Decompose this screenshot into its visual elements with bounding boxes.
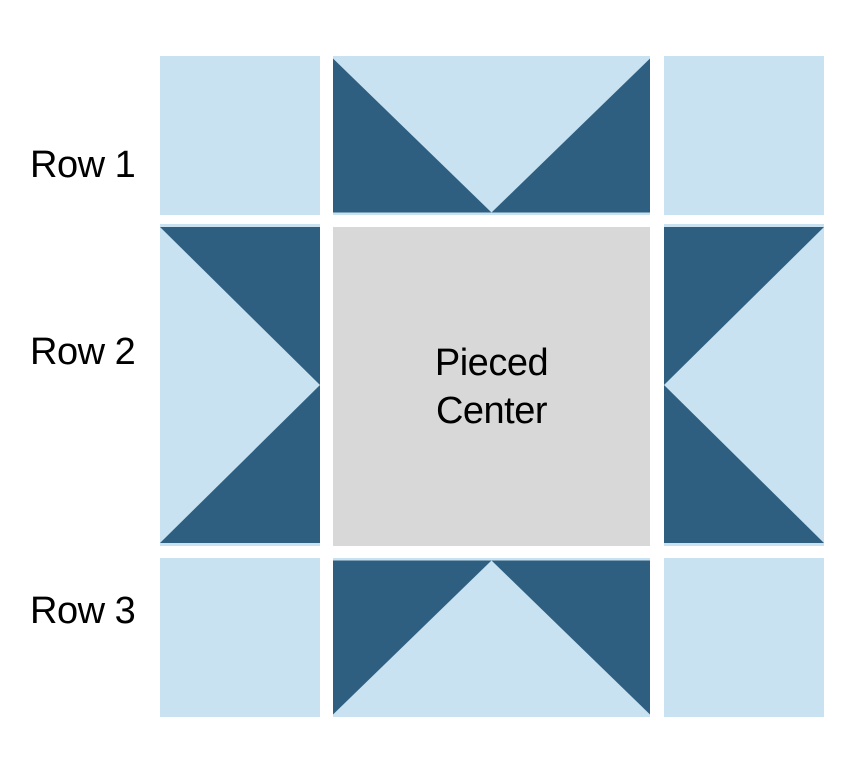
row-1-label: Row 1 xyxy=(30,144,136,186)
pieced-center-square: Pieced Center xyxy=(333,227,650,546)
star-point-unit-left xyxy=(160,224,320,546)
star-point-left-svg xyxy=(160,224,320,546)
star-point-triangle-top xyxy=(664,227,824,385)
flying-geese-unit-bottom xyxy=(333,558,650,717)
star-point-triangle-bottom xyxy=(664,385,824,543)
flying-geese-unit-top xyxy=(333,56,650,215)
background-square-top-left xyxy=(160,56,320,215)
star-point-triangle-bottom xyxy=(160,385,320,543)
star-point-triangle-right xyxy=(491,560,650,715)
row-3-label: Row 3 xyxy=(30,590,136,632)
star-point-triangle-left xyxy=(333,58,492,213)
star-point-unit-right xyxy=(664,224,824,546)
background-square-bottom-right xyxy=(664,558,824,717)
star-point-triangle-right xyxy=(491,58,650,213)
star-point-right-svg xyxy=(664,224,824,546)
star-point-triangle-left xyxy=(333,560,492,715)
row-2-label: Row 2 xyxy=(30,331,136,373)
flying-geese-top-svg xyxy=(333,56,650,215)
flying-geese-bottom-svg xyxy=(333,558,650,717)
pieced-center-label-line1: Pieced xyxy=(434,341,549,384)
background-square-bottom-left xyxy=(160,558,320,717)
background-square-top-right xyxy=(664,56,824,215)
star-point-triangle-top xyxy=(160,227,320,385)
pieced-center-label-line2: Center xyxy=(435,389,548,432)
